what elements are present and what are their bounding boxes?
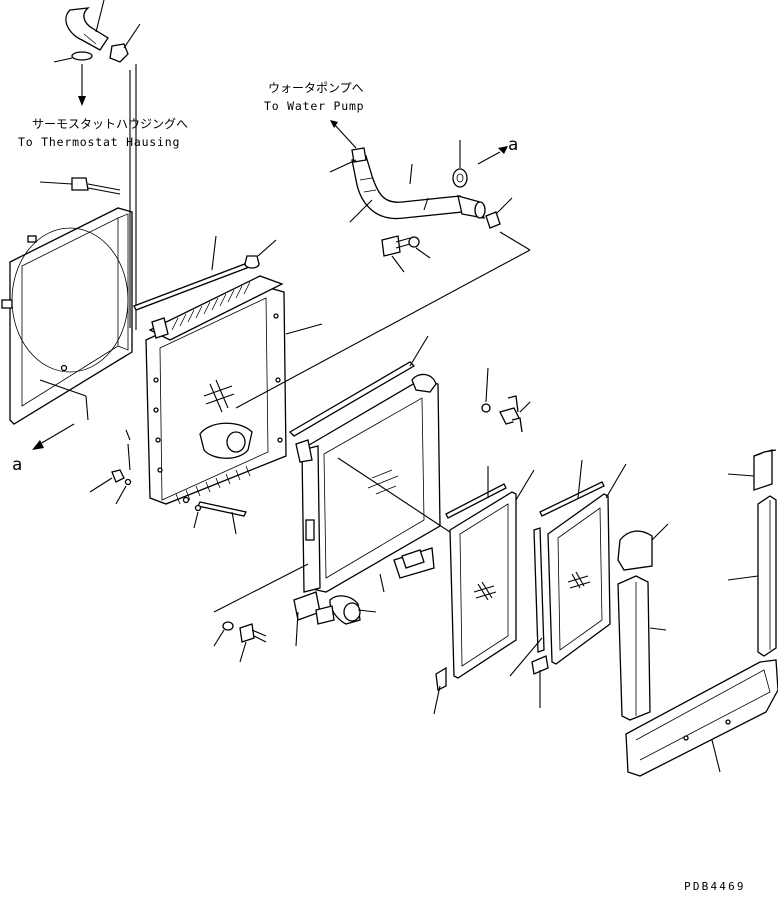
screen-filter-2: [539, 459, 627, 665]
arrow-ref-a-left: [32, 423, 75, 450]
arrow-ref-a-top: [477, 146, 508, 165]
radiator-core: [145, 275, 323, 505]
side-seal-strip: [509, 527, 549, 708]
ref-a-left: a: [12, 455, 22, 475]
foam-block-tall: [727, 495, 777, 657]
shroud-bolt: [39, 177, 121, 195]
label-thermostat-en: To Thermostat Hausing: [18, 135, 180, 149]
frame-bolt: [213, 621, 267, 663]
wing-bolt: [481, 367, 531, 433]
arrow-to-water-pump: [330, 120, 357, 149]
ref-a-top: a: [508, 135, 518, 155]
foam-block-vertical: [617, 575, 667, 721]
arrow-to-thermostat: [78, 64, 86, 106]
hose-end-clamp: [485, 197, 513, 229]
label-water-pump-jp: ウォータポンプへ: [268, 81, 364, 95]
drawing-code: PDB4469: [684, 880, 746, 893]
upper-hose: [65, 0, 109, 51]
foam-base-seal: [625, 659, 778, 777]
hose-clamp-nut: [109, 23, 141, 63]
screen-filter-1: [433, 466, 535, 715]
water-pump-hose: [329, 147, 486, 223]
radiator-cap: [244, 239, 277, 269]
label-water-pump-en: To Water Pump: [264, 99, 364, 113]
core-mount-pin: [182, 496, 247, 535]
hose-clamp-ring: [53, 51, 93, 63]
radiator-frame: [288, 335, 441, 647]
label-thermostat-jp: サーモスタットハウジングへ: [32, 117, 188, 131]
foam-block-top-small: [727, 449, 777, 491]
bracket-bolt: [381, 235, 431, 273]
foam-block-medium: [617, 523, 669, 571]
fan-shroud: [1, 207, 133, 425]
drain-valve: [89, 429, 132, 505]
hose-clamp-top: [452, 140, 468, 188]
